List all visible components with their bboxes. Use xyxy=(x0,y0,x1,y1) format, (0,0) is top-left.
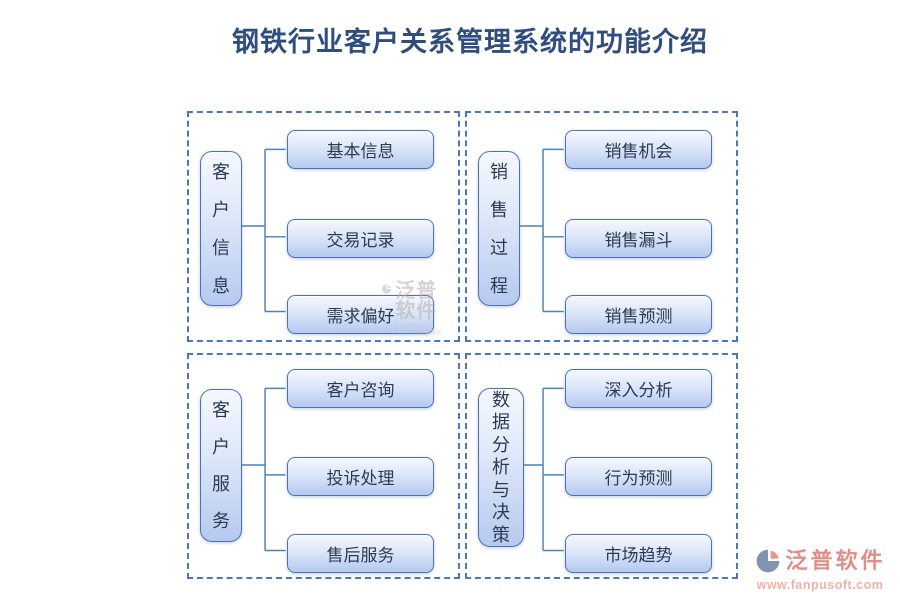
node-sales-funnel: 销售漏斗 xyxy=(565,219,712,258)
page-title: 钢铁行业客户关系管理系统的功能介绍 xyxy=(232,27,708,57)
fanpu-logo: 泛普软件 www.fanpusoft.com xyxy=(744,546,896,592)
group-sales-process: 销售过程 销售机会 销售漏斗 销售预测 xyxy=(465,111,738,342)
node-after-sales-service: 售后服务 xyxy=(287,534,434,573)
node-market-trend: 市场趋势 xyxy=(565,534,712,573)
group-data-analysis: 数据分析与决策 深入分析 行为预测 市场趋势 xyxy=(465,353,738,579)
node-sales-forecast: 销售预测 xyxy=(565,295,712,334)
node-demand-preference: 需求偏好 xyxy=(287,295,434,334)
group-label-data-analysis: 数据分析与决策 xyxy=(478,388,524,547)
group-customer-service: 客户服务 客户咨询 投诉处理 售后服务 xyxy=(187,353,460,579)
fanpu-logo-icon xyxy=(757,549,780,573)
node-basic-info: 基本信息 xyxy=(287,130,434,169)
node-customer-consulting: 客户咨询 xyxy=(287,369,434,408)
node-complaint-handling: 投诉处理 xyxy=(287,457,434,496)
node-behavior-prediction: 行为预测 xyxy=(565,457,712,496)
group-label-customer-info: 客户信息 xyxy=(200,151,242,306)
group-label-customer-service: 客户服务 xyxy=(200,389,242,542)
node-sales-opportunity: 销售机会 xyxy=(565,130,712,169)
node-deep-analysis: 深入分析 xyxy=(565,369,712,408)
group-customer-info: 客户信息 基本信息 交易记录 需求偏好 泛普软件 FANPU SOFTWARE xyxy=(187,111,460,342)
node-transaction-records: 交易记录 xyxy=(287,219,434,258)
group-label-sales-process: 销售过程 xyxy=(478,151,520,306)
